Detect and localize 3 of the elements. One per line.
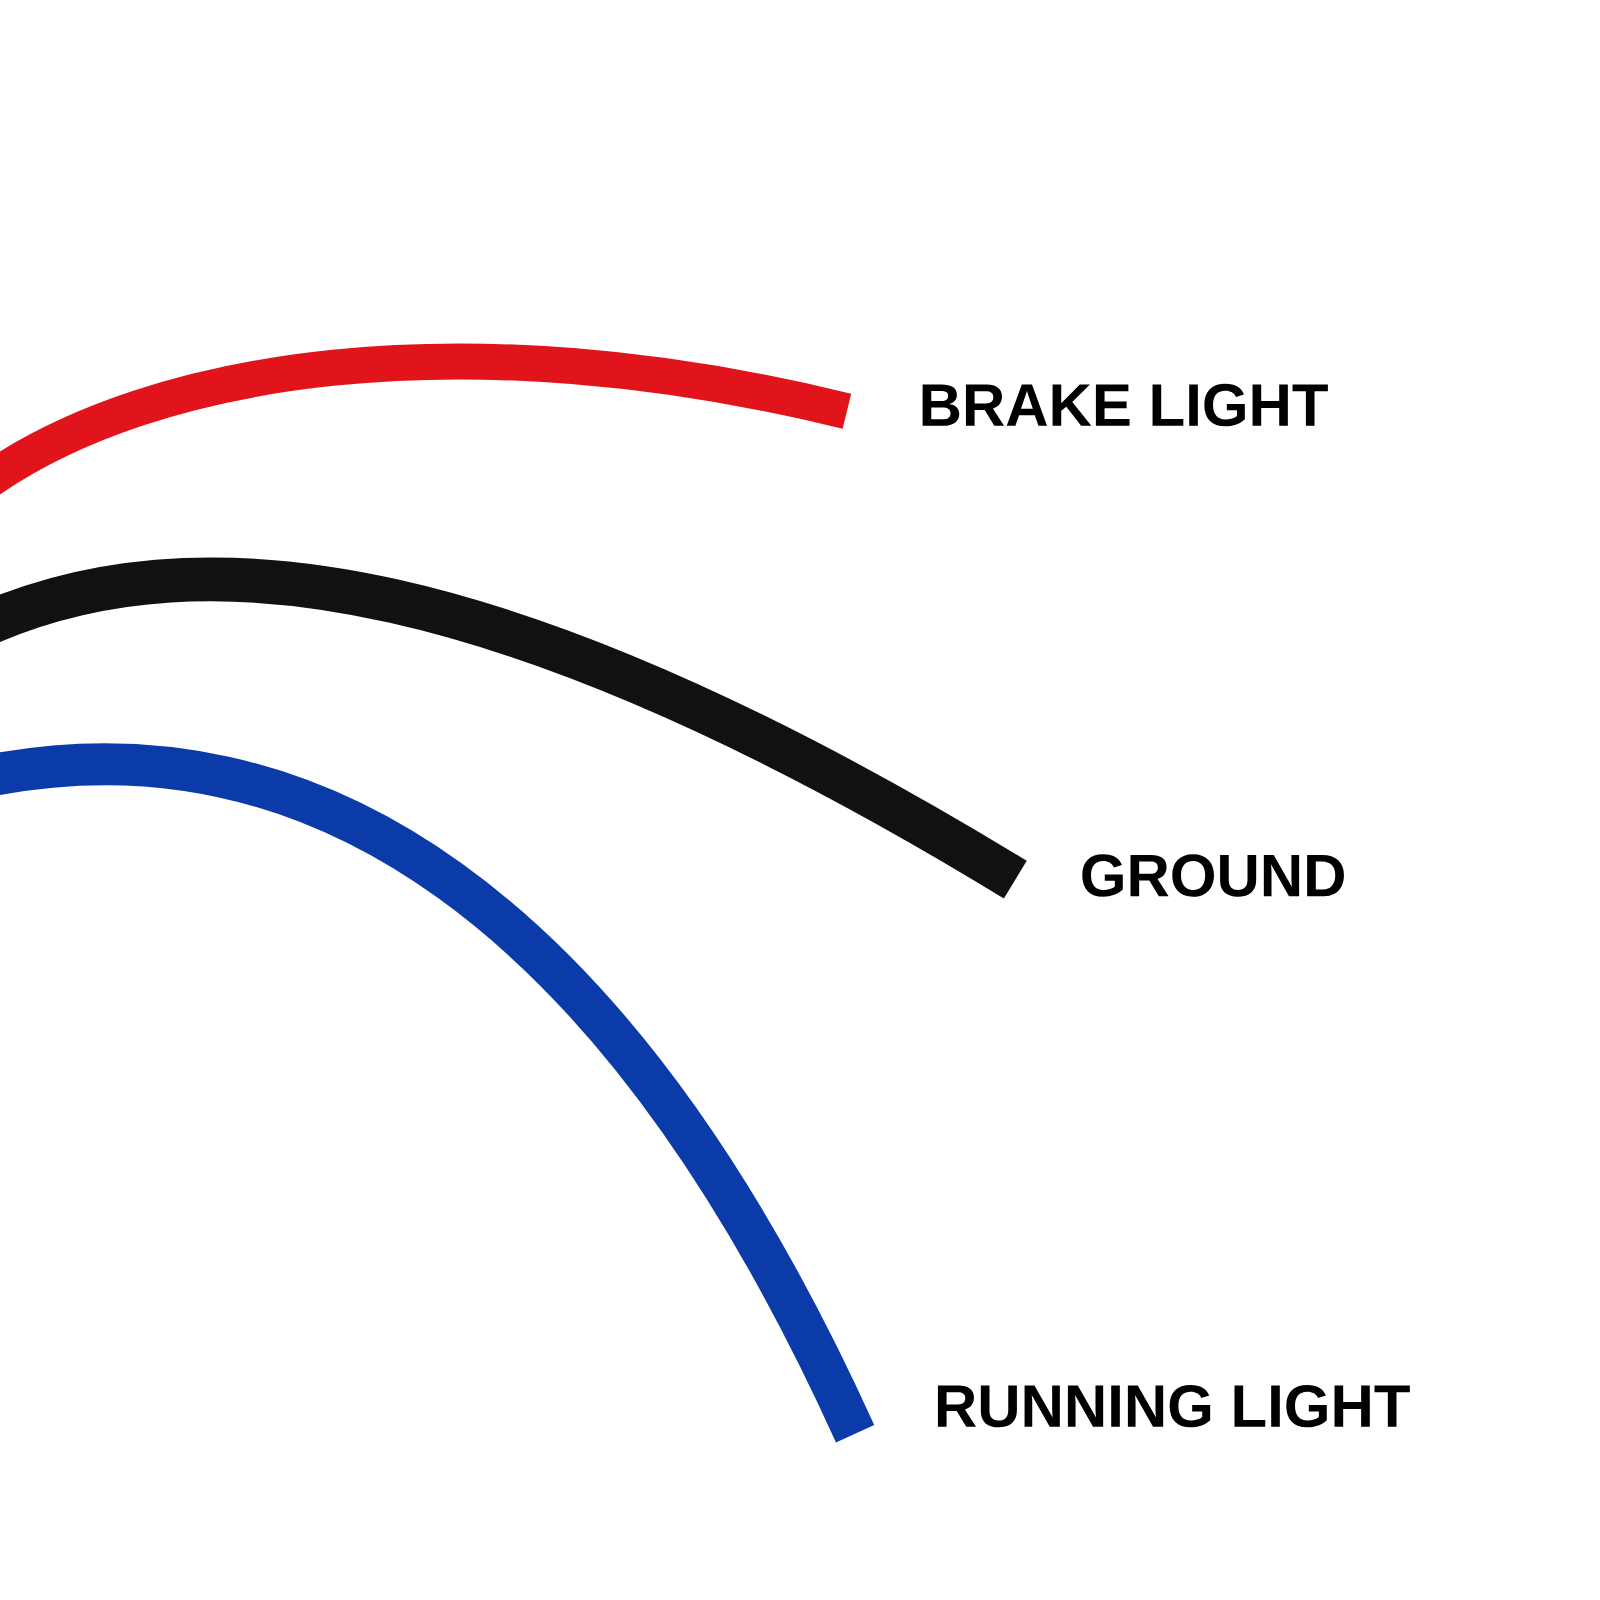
wire-label: GROUND [1082, 854, 1344, 897]
wire-label: RUNNING LIGHT [937, 1384, 1410, 1428]
wire-label: BRAKE LIGHT [922, 383, 1328, 427]
